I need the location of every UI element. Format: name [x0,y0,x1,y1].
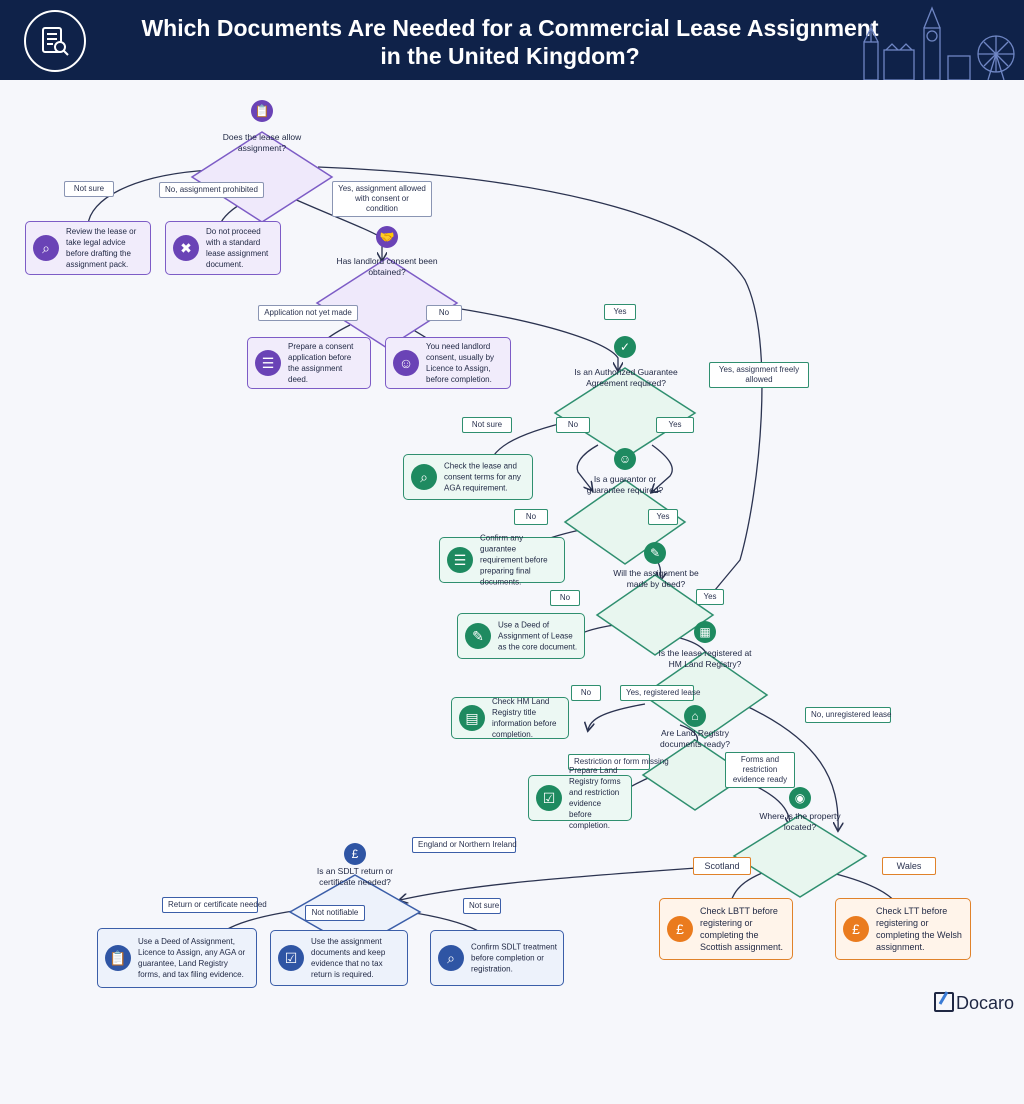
outcome-no-tax-return: ☑ Use the assignment documents and keep … [270,930,408,986]
clipboard-icon: 📋 [251,100,273,122]
page-title-line-2: in the United Kingdom? [380,43,640,69]
edge-d1-freely [317,166,763,602]
building-icon: ▦ [694,621,716,643]
decision-d6-text: Is the lease registered at HM Land Regis… [658,648,752,669]
document-icon: ☰ [447,547,473,573]
outcome-confirm-guarantee: ☰ Confirm any guarantee requirement befo… [439,534,565,587]
checklist-icon: ☑ [536,785,562,811]
docaro-logo-icon [933,992,954,1012]
handshake-icon: 🤝 [376,226,398,248]
document-search-icon: ⌕ [438,945,464,971]
label-wales: Wales [882,857,936,875]
label-not-sure: Not sure [64,181,114,197]
label-reg-no: No [571,685,601,701]
decision-d1-text: Does the lease allow assignment? [222,132,302,153]
outcome-full-pack: 📋 Use a Deed of Assignment, Licence to A… [97,928,257,988]
label-guar-yes: Yes [648,509,678,525]
edge-d6-no [588,703,646,730]
outcome-deed-of-assignment: ✎ Use a Deed of Assignment of Lease as t… [457,613,585,659]
label-guar-no: No [514,509,548,525]
edge-d6-unregistered [741,703,838,830]
outcome-check-title: ▤ Check HM Land Registry title informati… [451,697,569,739]
decision-d4-text: Is a guarantor or guarantee required? [586,474,664,495]
label-deed-yes: Yes [696,589,724,605]
label-forms-ready: Forms and restriction evidence ready [725,752,795,788]
decision-d2-text: Has landlord consent been obtained? [336,256,438,277]
label-sdlt-not-sure: Not sure [463,898,501,914]
label-aga-not-sure: Not sure [462,417,512,433]
edge-d3-yes [652,444,673,492]
pen-icon: ✎ [644,542,666,564]
document-pen-icon: ✎ [465,623,491,649]
decision-d3-text: Is an Authorized Guarantee Agreement req… [574,367,678,388]
label-aga-no: No [556,417,590,433]
outcome-review-lease: ⌕ Review the lease or take legal advice … [25,221,151,275]
bank-icon: ⌂ [684,705,706,727]
outcome-consent-application: ☰ Prepare a consent application before t… [247,337,371,389]
label-app-not-made: Application not yet made [258,305,358,321]
clipboard-icon: 📋 [105,945,131,971]
decision-d5-text: Will the assignment be made by deed? [613,568,699,589]
label-scotland: Scotland [693,857,751,875]
person-icon: ☺ [393,350,419,376]
brand-name: Docaro [955,993,1014,1013]
label-reg-yes: Yes, registered lease [620,685,700,701]
outcome-prepare-forms: ☑ Prepare Land Registry forms and restri… [528,766,632,830]
label-restriction-missing: Restriction or form missing [568,754,669,770]
document-pound-icon: £ [843,916,869,942]
document-icon: ☰ [255,350,281,376]
label-allowed-condition: Yes, assignment allowed with consent or … [332,181,432,217]
decision-d6-diamond [641,651,769,739]
decision-d8-text: Where is the property located? [759,811,841,832]
document-search-icon [24,10,86,72]
outcome-check-lbtt: £ Check LBTT before registering or compl… [659,898,793,960]
label-cert-needed: Return or certificate needed [162,897,267,913]
magnifier-icon: ⌕ [411,464,437,490]
shield-check-icon: ✓ [614,336,636,358]
label-aga-yes: Yes [656,417,694,433]
label-unregistered: No, unregistered lease [805,707,892,723]
outcome-confirm-sdlt: ⌕ Confirm SDLT treatment before completi… [430,930,564,986]
outcome-need-consent: ☺ You need landlord consent, usually by … [385,337,511,389]
page-title-line-1: Which Documents Are Needed for a Commerc… [141,15,879,41]
location-pin-icon: ◉ [789,787,811,809]
london-skyline-icon [863,6,1015,80]
document-pound-icon: £ [667,916,693,942]
outcome-check-aga: ⌕ Check the lease and consent terms for … [403,454,533,500]
folder-icon: ▤ [459,705,485,731]
label-deed-no: No [550,590,580,606]
label-no-consent: No [426,305,462,321]
decision-d9-text: Is an SDLT return or certificate needed? [316,866,394,887]
checklist-icon: ☑ [278,945,304,971]
label-england-ni: England or Northern Ireland [412,837,517,853]
prohibited-tools-icon: ✖ [173,235,199,261]
header-bar: Which Documents Are Needed for a Commerc… [0,0,1024,80]
decision-d7-text: Are Land Registry documents ready? [660,728,730,749]
label-not-notifiable: Not notifiable [305,905,365,921]
person-icon: ☺ [614,448,636,470]
decision-d8-diamond [732,814,868,898]
decision-d5-diamond [595,574,715,656]
label-yes-consent: Yes [604,304,636,320]
label-freely-allowed: Yes, assignment freely allowed [709,362,809,388]
edge-d2-yes [454,307,618,370]
edge-d3-no [576,444,599,490]
brand-logo: Docaro [933,992,1014,1014]
outcome-do-not-proceed: ✖ Do not proceed with a standard lease a… [165,221,281,275]
label-prohibited: No, assignment prohibited [159,182,264,198]
pound-icon: £ [344,843,366,865]
magnifier-icon: ⌕ [33,235,59,261]
outcome-check-ltt: £ Check LTT before registering or comple… [835,898,971,960]
edge-d8-england [400,864,739,900]
